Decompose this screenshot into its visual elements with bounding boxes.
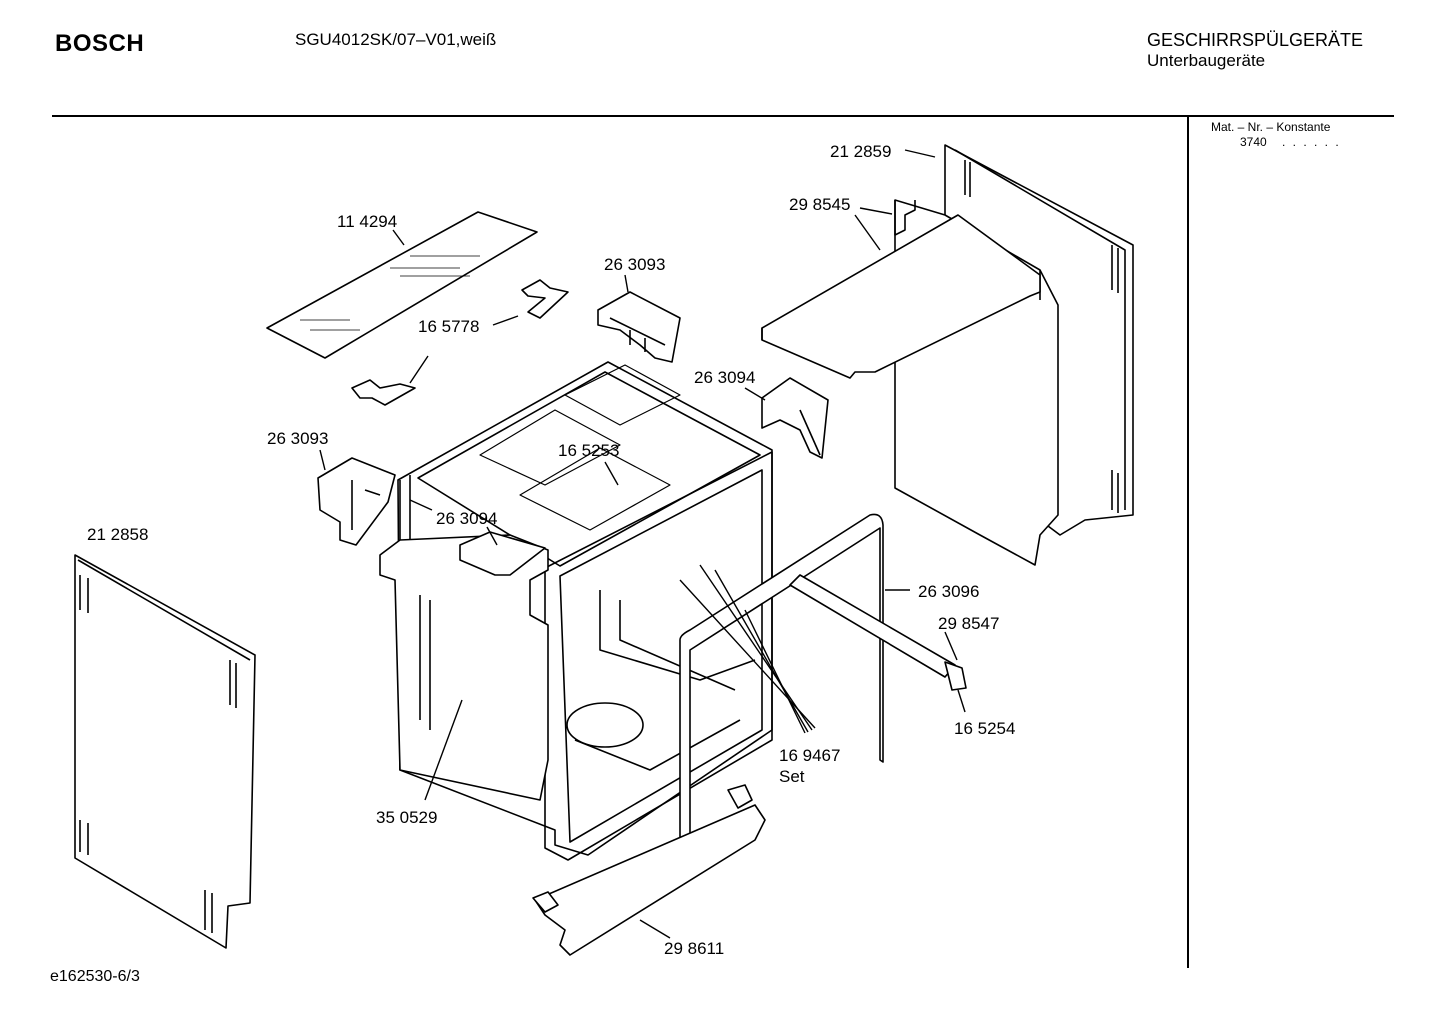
hinge-clip-right (761, 377, 829, 459)
mat-nr-value: 3740 (1240, 135, 1267, 149)
header-divider (52, 115, 1394, 117)
model-number: SGU4012SK/07–V01,weiß (295, 30, 497, 49)
part-labels: 21 2859 29 8545 11 4294 26 3093 16 5778 … (87, 142, 1015, 958)
part-label-263094-mid: 26 3094 (436, 509, 497, 528)
top-cover-plate (761, 214, 1041, 379)
front-cover-plate (379, 534, 549, 801)
part-label-212859: 21 2859 (830, 142, 891, 161)
side-divider (1187, 116, 1189, 968)
part-label-165254: 16 5254 (954, 719, 1015, 738)
part-label-263094-right: 26 3094 (694, 368, 755, 387)
hinge-clip-top (597, 291, 681, 363)
brand-logo: BOSCH (55, 30, 145, 57)
part-label-263093-top: 26 3093 (604, 255, 665, 274)
support-bar (789, 574, 967, 691)
part-label-169467: 16 9467 (779, 746, 840, 765)
door-seal (679, 513, 884, 866)
mounting-bracket-top (521, 279, 569, 319)
document-reference: e162530-6/3 (50, 968, 140, 985)
part-label-212858: 21 2858 (87, 525, 148, 544)
part-label-298547: 29 8547 (938, 614, 999, 633)
part-label-263093-left: 26 3093 (267, 429, 328, 448)
mounting-bracket-bottom (351, 379, 416, 406)
mat-nr-label: Mat. – Nr. – Konstante (1211, 120, 1331, 134)
category-title: GESCHIRRSPÜLGERÄTE (1147, 30, 1364, 50)
part-label-350529: 35 0529 (376, 808, 437, 827)
part-label-169467-set: Set (779, 767, 805, 786)
part-label-165778: 16 5778 (418, 317, 479, 336)
mat-nr-dots: . . . . . . (1282, 135, 1341, 149)
part-label-298611: 29 8611 (664, 939, 724, 958)
part-label-298545: 29 8545 (789, 195, 850, 214)
left-side-panel (74, 554, 256, 949)
part-label-165253: 16 5253 (558, 441, 619, 460)
base-kickplate (532, 784, 766, 956)
part-label-114294: 11 4294 (337, 212, 397, 231)
insulation-mat (266, 211, 538, 359)
subcategory-title: Unterbaugeräte (1147, 51, 1266, 70)
leader-lines (319, 149, 966, 939)
part-label-263096: 26 3096 (918, 582, 979, 601)
hinge-clip-left (317, 457, 396, 546)
